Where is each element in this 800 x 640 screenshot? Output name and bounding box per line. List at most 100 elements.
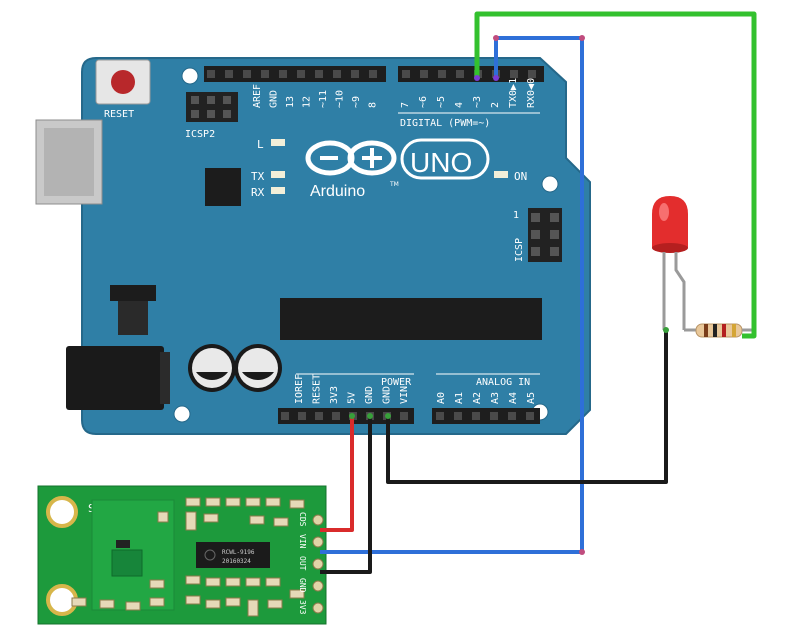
pin-label: GND — [382, 386, 393, 404]
header-pin — [369, 70, 377, 78]
smd-component — [247, 599, 259, 617]
sensor-pin-label: CDS — [298, 512, 307, 527]
pin-label: VIN — [399, 386, 410, 404]
analog-header — [432, 408, 540, 424]
smd-component — [205, 599, 221, 609]
icsp-header — [528, 208, 562, 262]
red-led — [652, 196, 688, 330]
capacitor — [188, 344, 236, 392]
wire-joint — [493, 75, 499, 81]
icsp2-header — [186, 92, 238, 122]
sensor-header-pad — [312, 514, 324, 526]
led-tx-label: TX — [251, 170, 265, 183]
wire-green-signal — [474, 11, 757, 339]
icsp-label: ICSP — [514, 238, 525, 262]
led-rx-label: RX — [251, 186, 265, 199]
smd-component — [149, 579, 165, 589]
led-on — [494, 171, 508, 178]
smd-component — [157, 511, 169, 523]
sensor-pin-label: 3V3 — [298, 600, 307, 615]
pin-label: A1 — [454, 392, 465, 404]
smd-component — [273, 517, 289, 527]
wire-joint — [349, 413, 355, 419]
pin-label: TX0▶1 — [508, 78, 519, 108]
led-rx — [271, 187, 285, 194]
smd-component — [205, 577, 221, 587]
pin-label: A3 — [490, 392, 501, 404]
smd-component — [265, 577, 281, 587]
pin-label: A5 — [526, 392, 537, 404]
pin-label: 8 — [368, 102, 379, 108]
rcwl-chip — [196, 542, 270, 568]
smd-component — [205, 497, 221, 507]
smd-component — [265, 497, 281, 507]
header-pin — [400, 412, 408, 420]
pin-label: A2 — [472, 392, 483, 404]
header-pin — [456, 70, 464, 78]
header-pin — [438, 70, 446, 78]
smd-component — [185, 511, 197, 531]
mount-hole — [181, 67, 199, 85]
smd-component — [185, 497, 201, 507]
pin-label: A4 — [508, 392, 519, 404]
header-pin — [281, 412, 289, 420]
header-pin — [333, 70, 341, 78]
atmega-chip — [280, 298, 542, 340]
smd-component — [245, 497, 261, 507]
dc-power-jack — [66, 346, 170, 410]
power-header — [278, 408, 414, 424]
mount-hole — [173, 405, 191, 423]
header-pin — [315, 412, 323, 420]
wire-joint — [663, 327, 669, 333]
wire-joint — [493, 35, 499, 41]
digital-pwm-label: DIGITAL (PWM=~) — [400, 118, 490, 129]
analog-in-label: ANALOG IN — [476, 377, 530, 388]
led-tx — [271, 171, 285, 178]
trademark-label: TM — [389, 181, 399, 188]
sensor-header-pad — [312, 536, 324, 548]
wire-joint — [385, 413, 391, 419]
wire-red-5v — [320, 416, 354, 532]
pin-label: 13 — [285, 96, 296, 108]
digital-header-right — [398, 66, 544, 82]
chip-text-1: RCWL-9196 — [222, 549, 255, 556]
led-l-label: L — [257, 138, 264, 151]
header-pin — [454, 412, 462, 420]
mount-hole — [541, 175, 559, 193]
wire-black-gnd-sensor — [320, 416, 372, 574]
sensor-header-pad — [312, 558, 324, 570]
header-pin — [315, 70, 323, 78]
reset-button — [95, 59, 151, 105]
smd-component — [185, 595, 201, 605]
header-pin — [207, 70, 215, 78]
sensor-pin-label: OUT — [298, 556, 307, 571]
pin-label: ~3 — [472, 96, 483, 108]
pin-label: A0 — [436, 392, 447, 404]
smd-component — [225, 597, 241, 607]
smd-component — [185, 575, 201, 585]
sensor-mount-hole — [46, 496, 78, 528]
voltage-regulator — [110, 285, 156, 335]
wire-joint — [367, 413, 373, 419]
brand-label: Arduino — [310, 183, 365, 200]
header-pin — [402, 70, 410, 78]
smd-component — [71, 597, 87, 607]
smd-component — [225, 497, 241, 507]
resistor — [684, 323, 756, 338]
header-pin — [279, 70, 287, 78]
smd-component — [125, 601, 141, 611]
header-pin — [351, 70, 359, 78]
pin-label: 7 — [400, 102, 411, 108]
transistor-shield — [111, 549, 143, 577]
header-pin — [472, 412, 480, 420]
power-label: POWER — [381, 377, 412, 388]
smd-component — [225, 577, 241, 587]
pin-label: GND — [269, 90, 280, 108]
led-l — [271, 139, 285, 146]
model-label: UNO — [410, 147, 472, 178]
pin-label: ~11 — [318, 90, 329, 108]
uno-badge — [400, 138, 490, 180]
wire-joint — [579, 35, 585, 41]
icsp-pin1-label: 1 — [513, 210, 519, 221]
